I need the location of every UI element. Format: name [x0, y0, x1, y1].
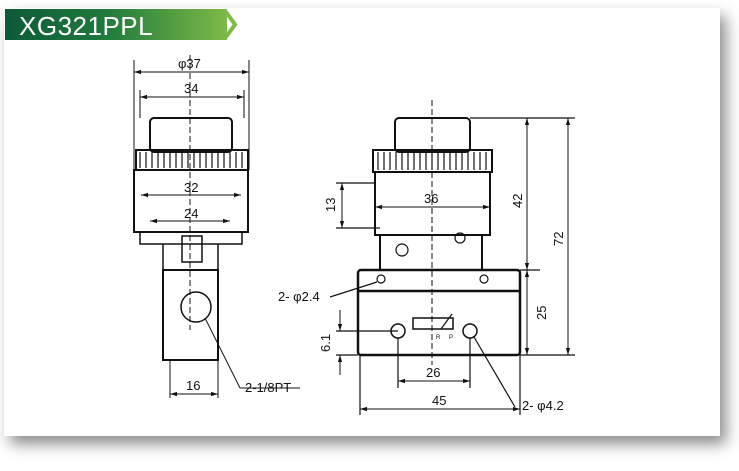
dim-45: 45	[432, 393, 446, 408]
dim-36: 36	[424, 191, 438, 206]
drawing-card	[4, 8, 720, 436]
dim-25: 25	[534, 306, 549, 320]
front-view-dimension-lines	[134, 69, 249, 397]
dim-34: 34	[184, 81, 198, 96]
dim-42: 42	[510, 194, 525, 208]
chevron-right-icon	[224, 10, 238, 39]
hole-small-label: 2- φ2.4	[278, 289, 320, 304]
port-label: 2-1/8PT	[245, 380, 291, 395]
hole-large-label: 2- φ4.2	[522, 398, 564, 413]
title-banner: XG321PPL	[5, 9, 227, 41]
port-mark-p: P	[449, 335, 453, 341]
front-view-outline	[133, 55, 300, 398]
dim-32: 32	[184, 180, 198, 195]
dim-26: 26	[426, 365, 440, 380]
side-view-dimension-lines	[337, 118, 571, 412]
side-view-outline	[329, 100, 575, 415]
dim-6-1: 6.1	[318, 334, 333, 352]
dim-16: 16	[186, 378, 200, 393]
dim-24: 24	[184, 206, 198, 221]
dim-72: 72	[551, 232, 566, 246]
product-title: XG321PPL	[19, 11, 154, 41]
dim-13: 13	[323, 198, 338, 212]
port-mark-r: R	[436, 335, 441, 341]
dim-phi37: φ37	[178, 56, 201, 71]
